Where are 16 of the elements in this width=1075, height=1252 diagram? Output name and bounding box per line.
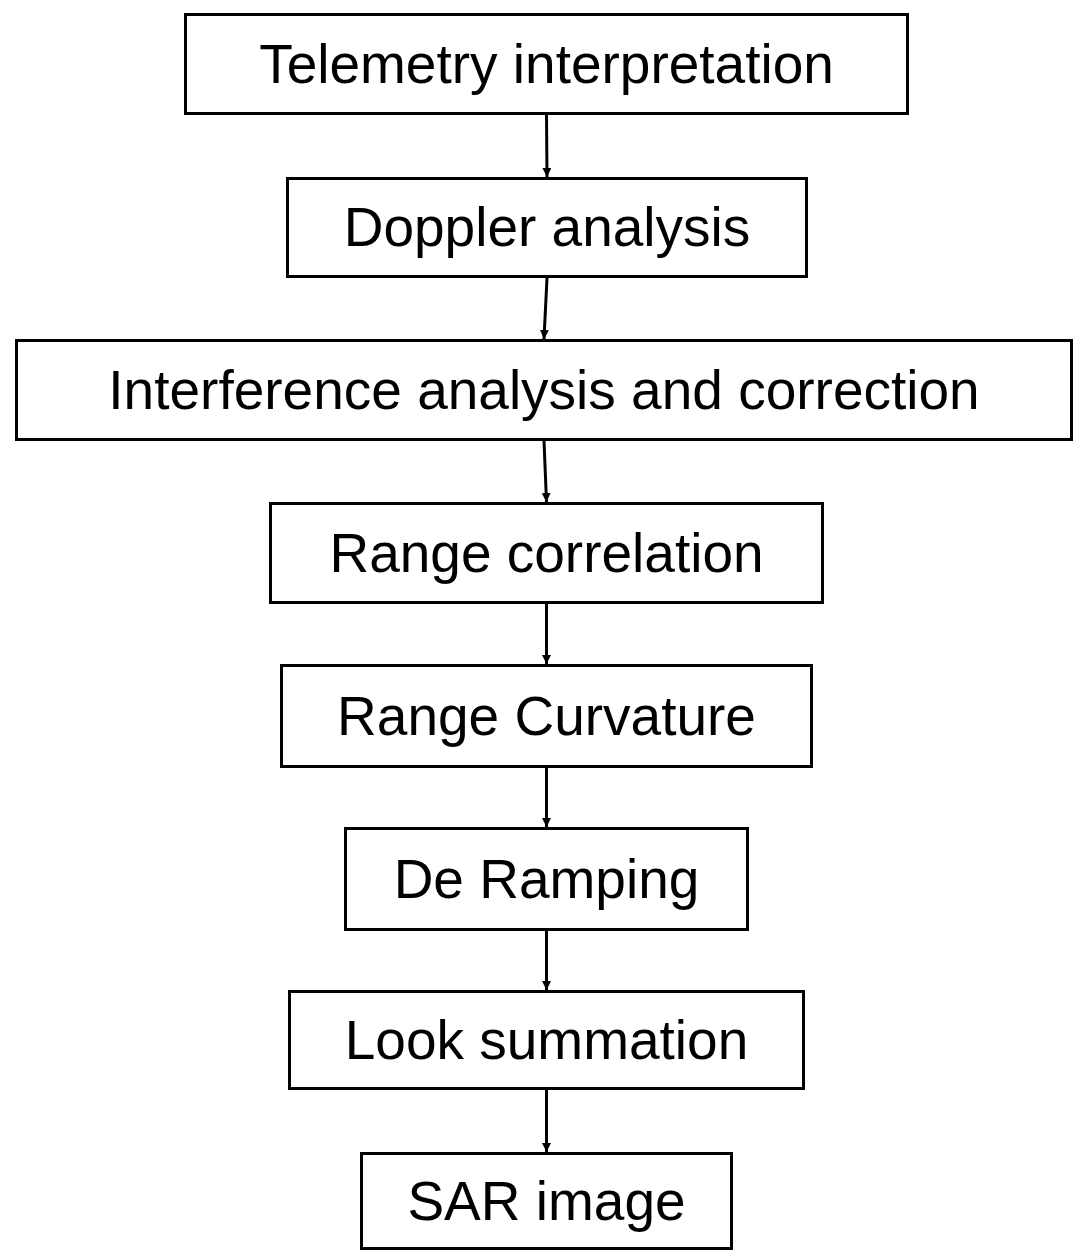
process-box: [15, 339, 1073, 441]
arrow: [542, 604, 551, 664]
arrow: [541, 440, 551, 503]
process-box: [286, 177, 808, 278]
process-box: [269, 502, 824, 604]
box-label: Look summation: [344, 1012, 749, 1068]
arrow: [542, 931, 551, 990]
arrow: [542, 768, 551, 827]
process-box: [280, 664, 813, 768]
process-box: [288, 990, 805, 1090]
process-box: [184, 13, 909, 115]
arrow: [542, 115, 552, 177]
arrow: [539, 277, 549, 340]
process-box: [344, 827, 749, 931]
arrow: [542, 1090, 551, 1152]
process-box: [360, 1152, 733, 1250]
